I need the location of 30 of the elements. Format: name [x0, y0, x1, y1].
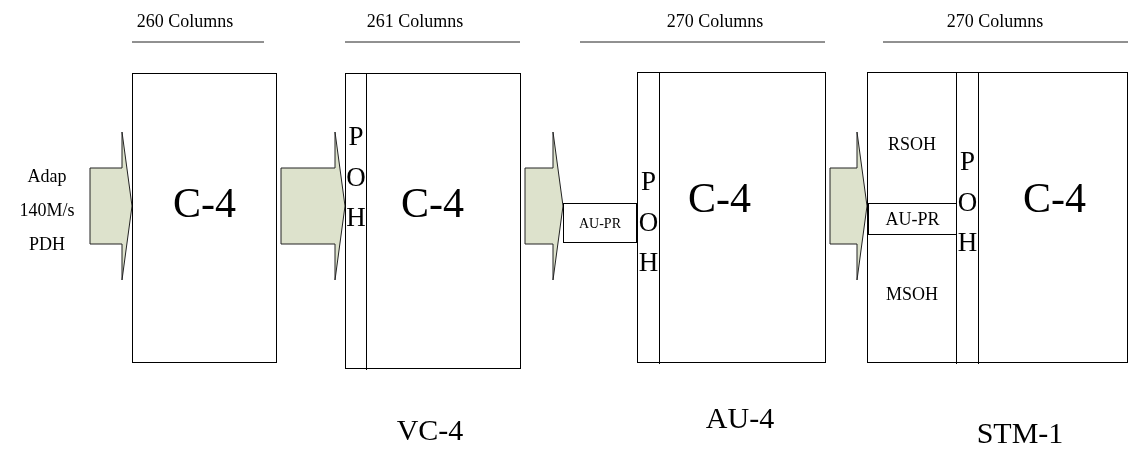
- block-arrow: [280, 131, 346, 281]
- frame-box: [345, 73, 521, 369]
- column-count-label: 260 Columns: [135, 12, 235, 30]
- frame-name-label: AU-4: [704, 403, 776, 433]
- pointer-box: AU-PR: [563, 203, 637, 243]
- block-arrow: [89, 131, 133, 281]
- frame-box: [637, 72, 826, 363]
- block-arrow: [524, 131, 564, 281]
- frame-name-label: STM-1: [975, 418, 1065, 448]
- frame-name-label: VC-4: [395, 415, 465, 445]
- overhead-column: [638, 73, 660, 364]
- payload-label: C-4: [401, 182, 464, 224]
- frame-box: [867, 72, 1128, 363]
- column-count-label: 270 Columns: [945, 12, 1045, 30]
- text-label: RSOH: [888, 132, 936, 156]
- pointer-box: AU-PR: [868, 203, 957, 235]
- overhead-column: [956, 73, 979, 364]
- text-label: MSOH: [886, 282, 938, 306]
- payload-label: C-4: [688, 177, 751, 219]
- overhead-column: [346, 74, 367, 370]
- vertical-label: POH: [637, 165, 660, 279]
- vertical-label: POH: [345, 120, 367, 234]
- frame-box: [132, 73, 277, 363]
- column-count-label: 261 Columns: [365, 12, 465, 30]
- payload-label: C-4: [1023, 177, 1086, 219]
- payload-label: C-4: [173, 182, 236, 224]
- column-count-label: 270 Columns: [665, 12, 765, 30]
- vertical-label: POH: [956, 145, 979, 259]
- text-label: Adap 140M/s PDH: [18, 164, 76, 257]
- block-arrow: [829, 131, 868, 281]
